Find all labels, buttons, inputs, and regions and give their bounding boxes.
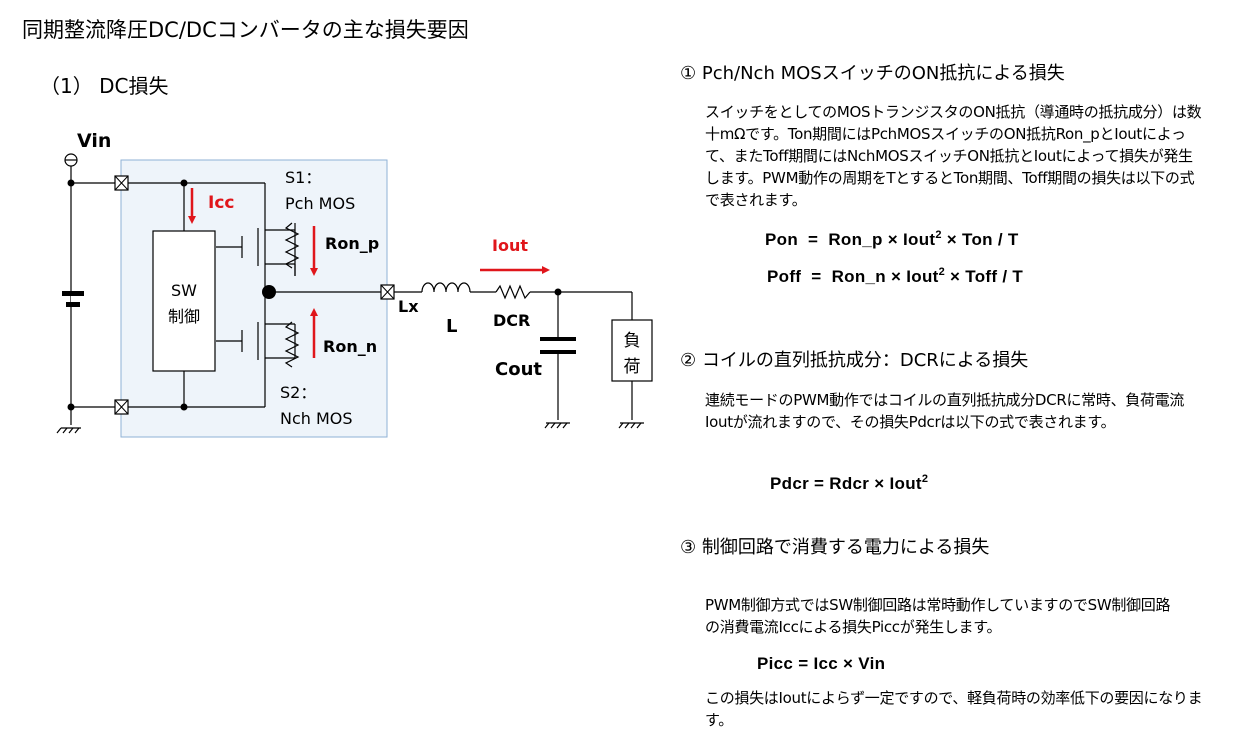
load-label-1: 負 [624, 331, 641, 351]
page-title: 同期整流降圧DC/DCコンバータの主な損失要因 [22, 18, 469, 42]
cout-label: Cout [495, 359, 542, 380]
section-1-heading: ① Pch/Nch MOSスイッチのON抵抗による損失 [680, 63, 1065, 84]
s1-label: S1： [285, 168, 321, 187]
ron-n-label: Ron_n [323, 337, 377, 356]
section-3-heading: ③ 制御回路で消費する電力による損失 [680, 537, 990, 558]
section-2-body: 連続モードのPWM動作ではコイルの直列抵抗成分DCRに常時、負荷電流Ioutが流… [705, 391, 1185, 431]
sw-control-block [152, 230, 216, 372]
formula-pon: Pon = Ron_p × Iout2 × Ton / T [765, 229, 1019, 249]
vin-label: Vin [77, 130, 111, 152]
sw-control-label: 制御 [168, 307, 200, 326]
load-label-2: 荷 [624, 357, 641, 377]
section-1-body: スイッチをとしてのMOSトランジスタのON抵抗（導通時の抵抗成分）は数十mΩです… [705, 103, 1202, 209]
iout-label: Iout [492, 236, 528, 255]
section-2-heading: ② コイルの直列抵抗成分：DCRによる損失 [680, 350, 1029, 371]
section-3-body: PWM制御方式ではSW制御回路は常時動作していますのでSW制御回路の消費電流Ic… [705, 596, 1171, 636]
s2-label: S2： [280, 383, 316, 402]
section-subtitle: （1） DC損失 [40, 74, 169, 98]
formula-poff: Poff = Ron_n × Iout2 × Toff / T [767, 266, 1024, 286]
formula-pdcr: Pdcr = Rdcr × Iout2 [770, 473, 929, 493]
dcr-label: DCR [493, 311, 530, 330]
sw-label: SW [171, 281, 197, 300]
icc-label: Icc [208, 193, 234, 213]
lx-label: Lx [398, 297, 419, 316]
formula-picc: Picc = Icc × Vin [757, 654, 886, 673]
load-block [611, 319, 653, 382]
ron-p-label: Ron_p [325, 234, 379, 253]
circuit-diagram: Vin Icc S1： Pch MOS Ron_p SW 制御 Ron_n S2… [56, 130, 653, 438]
inductor-label: L [446, 316, 457, 337]
s1-type-label: Pch MOS [285, 194, 355, 213]
section-3-note: この損失はIoutによらず一定ですので、軽負荷時の効率低下の要因になります。 [705, 689, 1203, 729]
s2-type-label: Nch MOS [280, 409, 353, 428]
